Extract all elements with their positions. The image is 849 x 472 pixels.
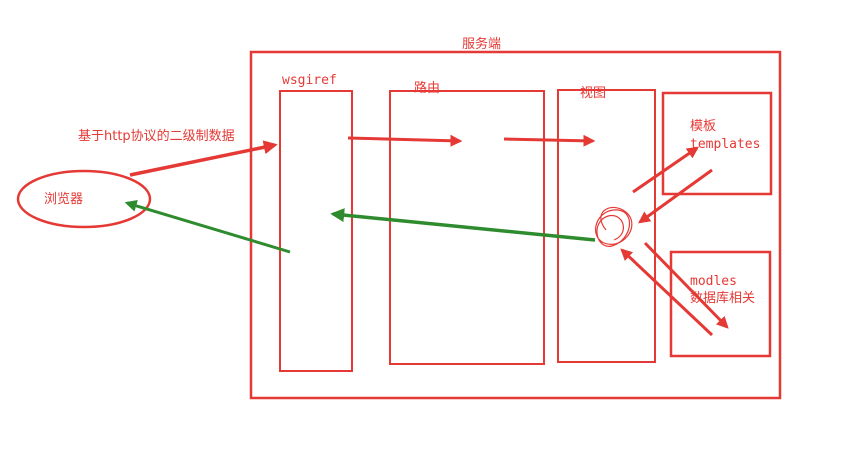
router-to-views-arrow: [503, 134, 596, 147]
request-arrow: [129, 140, 278, 177]
views-to-templates-arrow: [632, 146, 699, 194]
request-label: 基于http协议的二级制数据: [78, 128, 235, 144]
views-scribble: [595, 206, 633, 247]
wsgiref-label: wsgiref: [282, 73, 337, 88]
models-label: modles: [690, 274, 737, 289]
models-to-views-arrow: [620, 248, 714, 337]
templates-box: [661, 91, 773, 196]
models-box: [669, 250, 772, 358]
router-box: [389, 90, 545, 365]
templates-to-views-arrow: [638, 168, 713, 224]
server-label: 服务端: [462, 36, 501, 52]
wsgiref-to-router-arrow: [347, 134, 463, 147]
browser-node: [16, 169, 152, 229]
models-sublabel: 数据库相关: [690, 290, 755, 306]
server-box: [249, 50, 782, 400]
views-box: [557, 89, 656, 363]
browser-label: 浏览器: [44, 191, 83, 207]
views-to-models-arrow: [643, 241, 729, 329]
templates-label: 模板: [690, 119, 716, 134]
router-label: 路由: [414, 80, 440, 96]
wsgiref-box: [279, 90, 353, 372]
response-arrow-views-to-wsgiref: [330, 208, 596, 242]
views-label: 视图: [580, 86, 606, 101]
response-arrow-wsgiref-to-browser: [124, 200, 291, 254]
templates-sublabel: templates: [690, 137, 760, 152]
